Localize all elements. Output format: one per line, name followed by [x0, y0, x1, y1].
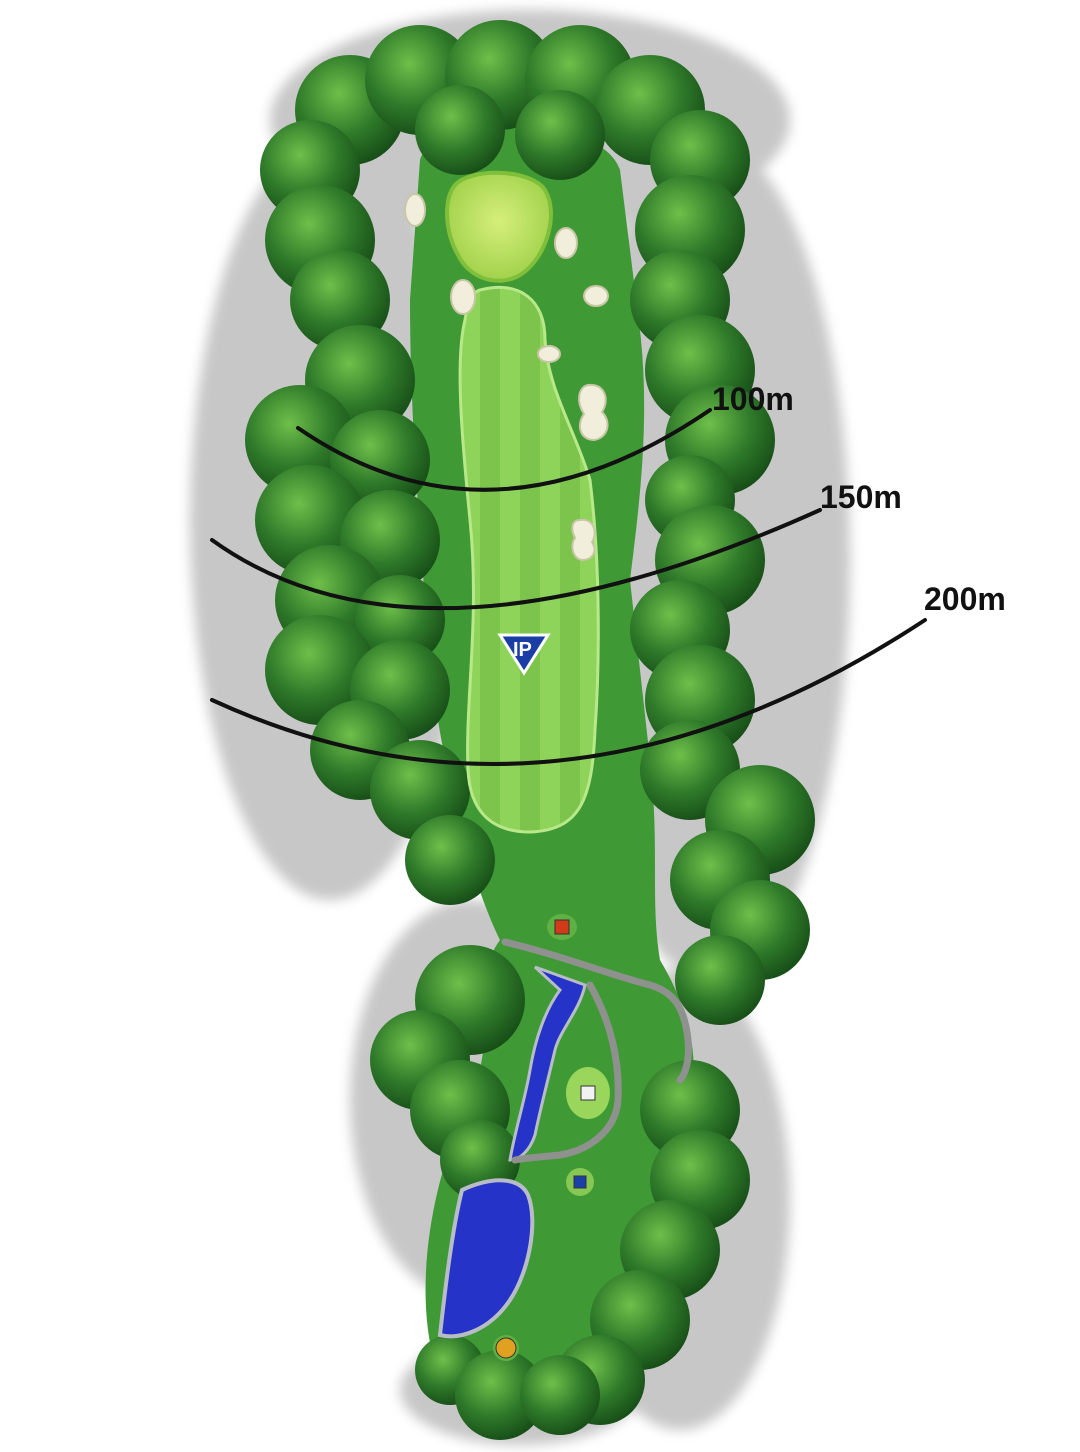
tree-cluster-left: [245, 185, 495, 905]
bunkers: [404, 193, 609, 562]
ip-marker-icon: [497, 633, 551, 676]
cart-path: [501, 938, 692, 1084]
distance-label-150m: 150m: [820, 479, 902, 515]
bunker: [404, 193, 426, 227]
distance-label-200m: 200m: [924, 581, 1006, 617]
tree-cluster-right: [630, 175, 815, 1025]
distance-label-100m: 100m: [712, 381, 794, 417]
tee-markers: [495, 919, 596, 1359]
ip-label: IP: [513, 639, 532, 661]
pond: [437, 1178, 535, 1339]
tree-cluster-bottom: [415, 1335, 600, 1440]
tee-marker-red: [554, 919, 570, 935]
tree-cluster-lower-right: [555, 1060, 750, 1425]
bunker: [578, 383, 609, 442]
tree-cluster-lower-left: [370, 945, 525, 1200]
bunker: [554, 227, 578, 259]
distance-arc-200m: [210, 618, 927, 766]
creek: [508, 965, 587, 1162]
tree-cluster-top: [260, 20, 750, 220]
tee-marker-white: [580, 1085, 596, 1101]
distance-arcs: [210, 408, 927, 766]
bunker: [583, 285, 609, 307]
bunker: [571, 518, 596, 562]
ip-marker: IP: [497, 633, 551, 676]
cart-path-branch: [511, 981, 622, 1164]
distance-arc-150m: [210, 508, 822, 611]
tee-marker-gold: [495, 1337, 517, 1359]
distance-arc-100m: [296, 408, 712, 492]
bunker: [450, 279, 476, 315]
green: [445, 170, 553, 283]
fairway: [458, 285, 600, 834]
tee-marker-blue: [573, 1175, 587, 1189]
bunker: [537, 345, 561, 363]
